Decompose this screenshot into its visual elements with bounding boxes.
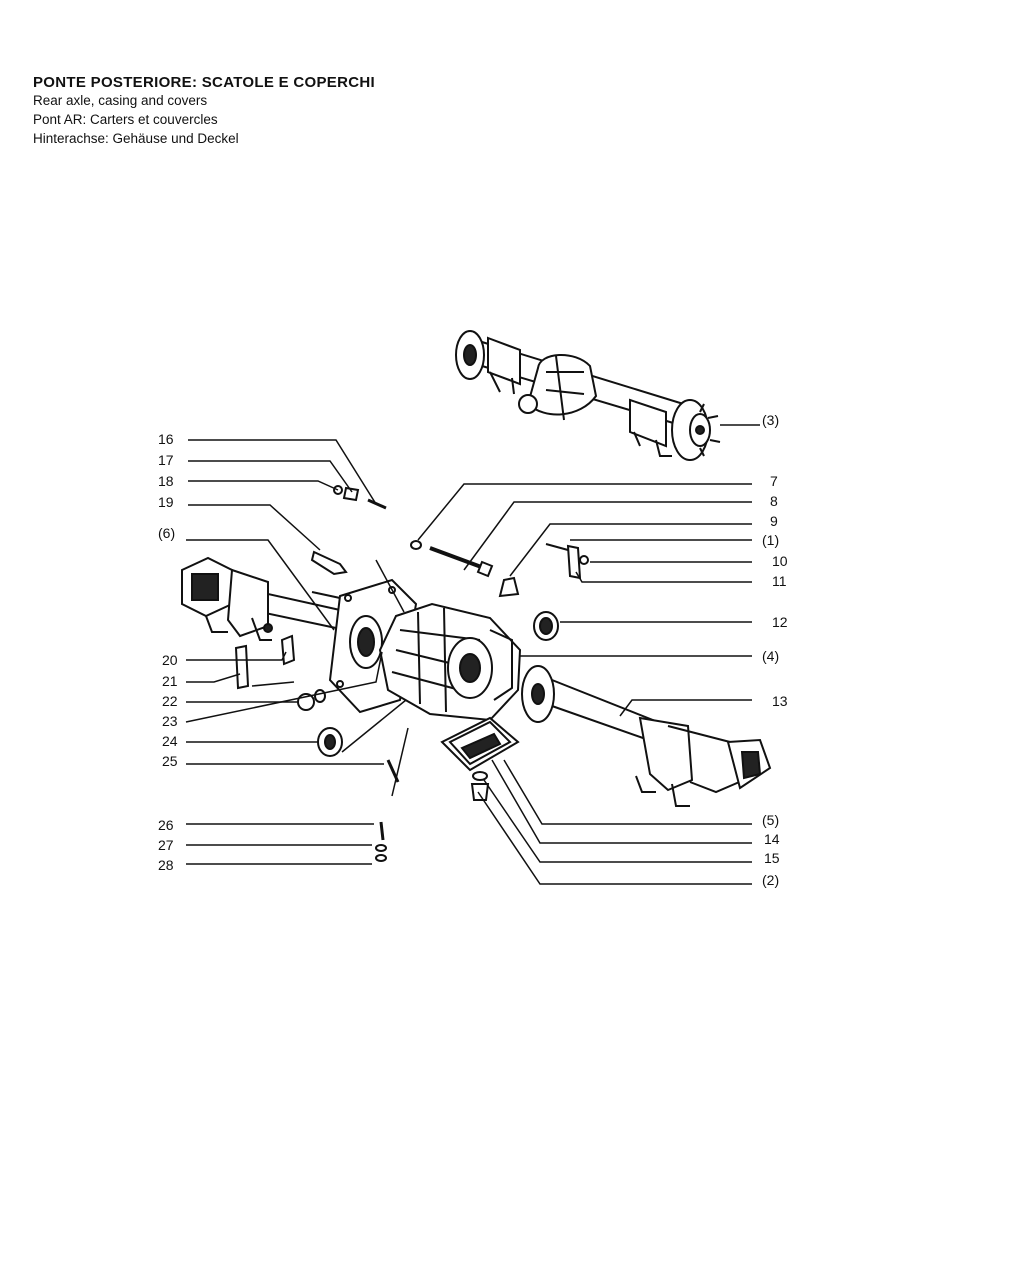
leader-lines — [185, 424, 760, 885]
callout-23: 23 — [162, 713, 178, 729]
left-callouts: 16 17 18 19 (6) 20 21 22 23 24 25 26 27 … — [158, 431, 178, 873]
callout-18: 18 — [158, 473, 174, 489]
callout-10: 10 — [772, 553, 788, 569]
callout-5: (5) — [762, 812, 779, 828]
callout-1: (1) — [762, 532, 779, 548]
callout-12: 12 — [772, 614, 788, 630]
callout-8: 8 — [770, 493, 778, 509]
callout-20: 20 — [162, 652, 178, 668]
callout-16: 16 — [158, 431, 174, 447]
left-axle-tube-illustration — [181, 556, 341, 641]
callout-17: 17 — [158, 452, 174, 468]
title-italian: PONTE POSTERIORE: SCATOLE E COPERCHI — [33, 74, 375, 91]
callout-2: (2) — [762, 872, 779, 888]
callout-21: 21 — [162, 673, 178, 689]
callout-27: 27 — [158, 837, 174, 853]
callout-24: 24 — [162, 733, 178, 749]
callout-7: 7 — [770, 473, 778, 489]
callout-13: 13 — [772, 693, 788, 709]
callout-6: (6) — [158, 525, 175, 541]
small-parts-illustration — [234, 485, 589, 862]
callout-28: 28 — [158, 857, 174, 873]
title-french: Pont AR: Carters et couvercles — [33, 112, 218, 127]
title-block: PONTE POSTERIORE: SCATOLE E COPERCHI Rea… — [33, 74, 375, 148]
right-axle-tube-illustration — [521, 665, 772, 807]
right-callouts: (3) 7 8 9 (1) 10 11 12 (4) 13 (5) 14 15 … — [762, 412, 788, 888]
callout-26: 26 — [158, 817, 174, 833]
callout-15: 15 — [764, 850, 780, 866]
callout-25: 25 — [162, 753, 178, 769]
callout-22: 22 — [162, 693, 178, 709]
callout-3: (3) — [762, 412, 779, 428]
callout-9: 9 — [770, 513, 778, 529]
callout-11: 11 — [772, 573, 787, 589]
title-english: Rear axle, casing and covers — [33, 93, 208, 108]
callout-14: 14 — [764, 831, 780, 847]
callout-19: 19 — [158, 494, 174, 510]
differential-casing-illustration — [378, 602, 522, 722]
assembled-axle-illustration — [455, 330, 721, 461]
title-german: Hinterachse: Gehäuse und Deckel — [33, 131, 239, 146]
callout-4: (4) — [762, 648, 779, 664]
